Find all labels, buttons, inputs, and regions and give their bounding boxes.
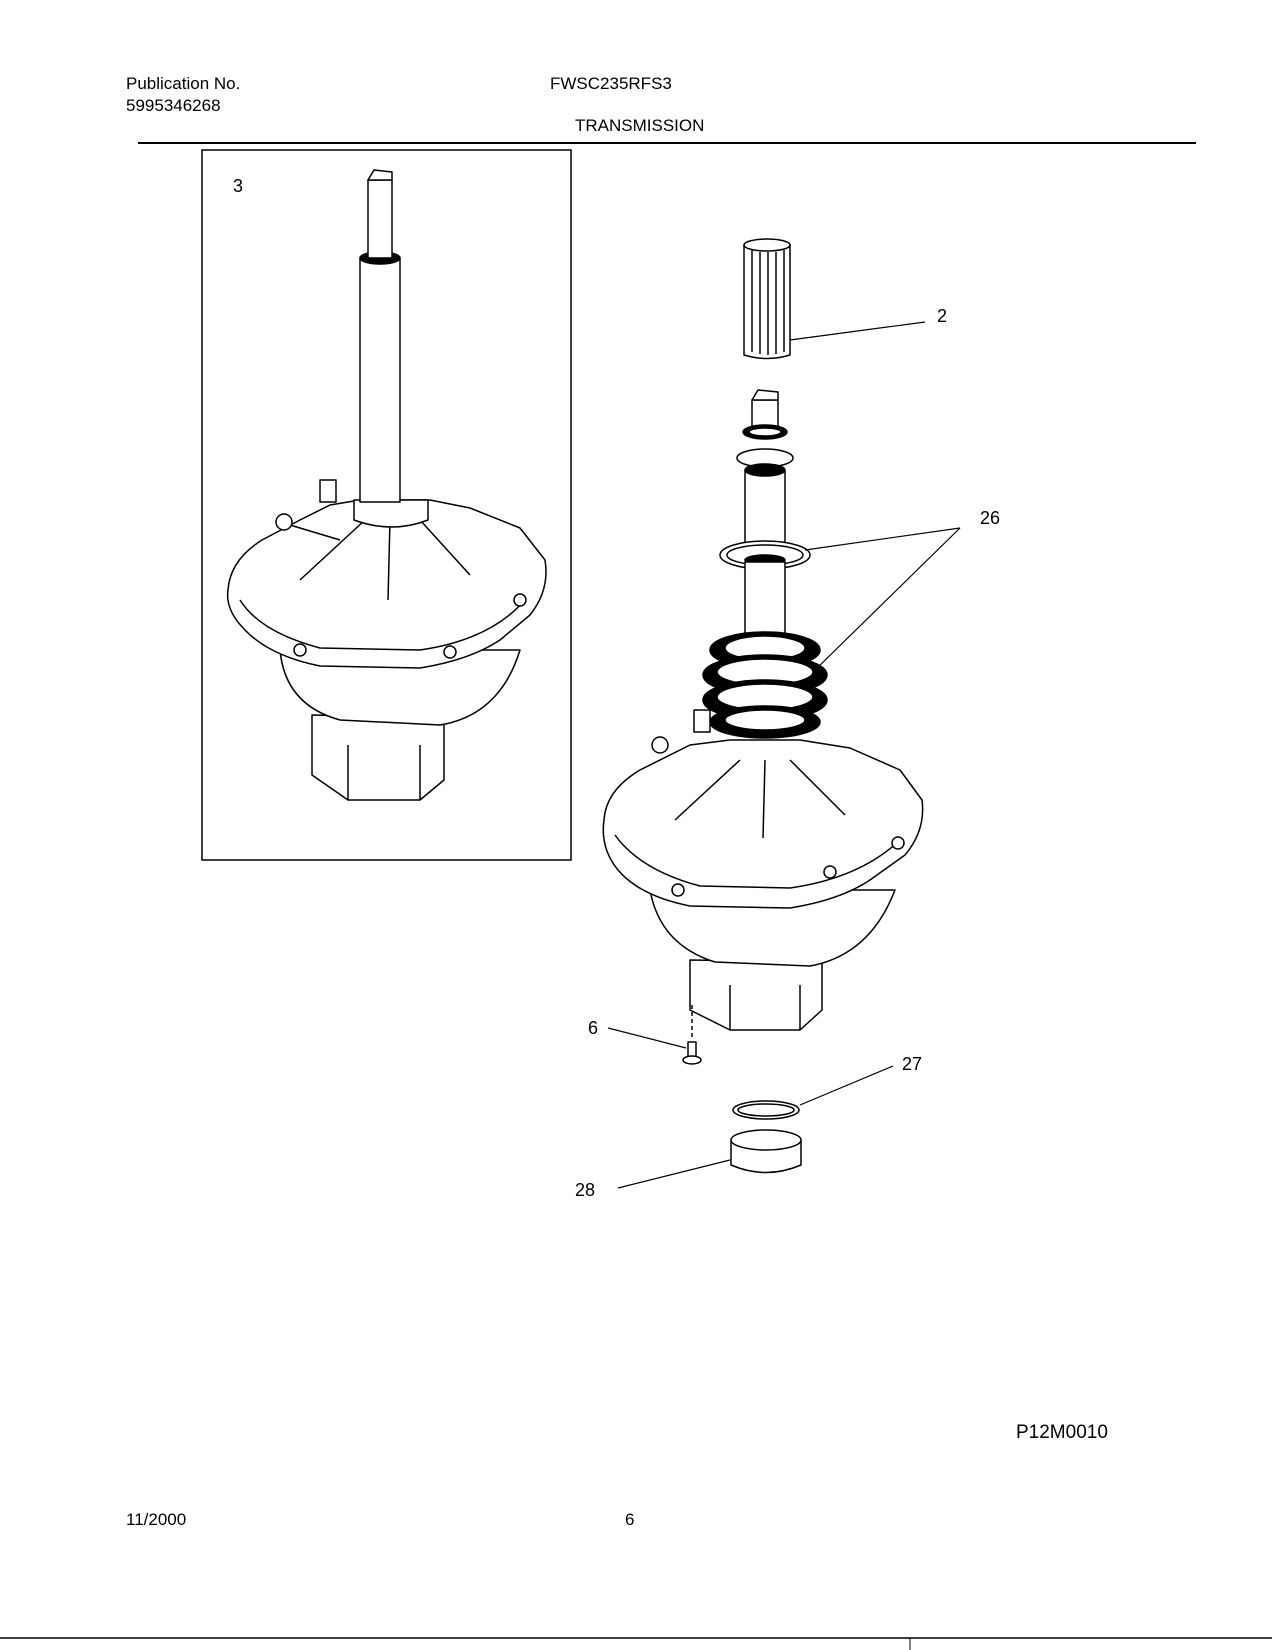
callout-28: 28: [575, 1180, 596, 1200]
publication-label: Publication No.: [126, 74, 241, 93]
exploded-transmission: [602, 238, 924, 1174]
inset-callout-3: 3: [233, 176, 244, 196]
inset-frame: [201, 149, 572, 861]
footer-page-number: 6: [625, 1510, 635, 1529]
section-title: TRANSMISSION: [575, 116, 705, 135]
leader-lines: [607, 321, 961, 1189]
footer-rule: [0, 1637, 1272, 1650]
assembled-transmission: [226, 169, 547, 801]
callout-6: 6: [588, 1018, 599, 1038]
model-number: FWSC235RFS3: [550, 74, 672, 93]
callout-2: 2: [937, 306, 948, 326]
publication-number: 5995346268: [126, 96, 221, 115]
callout-26: 26: [980, 508, 1001, 528]
footer-date: 11/2000: [126, 1510, 187, 1529]
drawing-code: P12M0010: [1016, 1422, 1108, 1443]
callout-27: 27: [902, 1054, 923, 1074]
